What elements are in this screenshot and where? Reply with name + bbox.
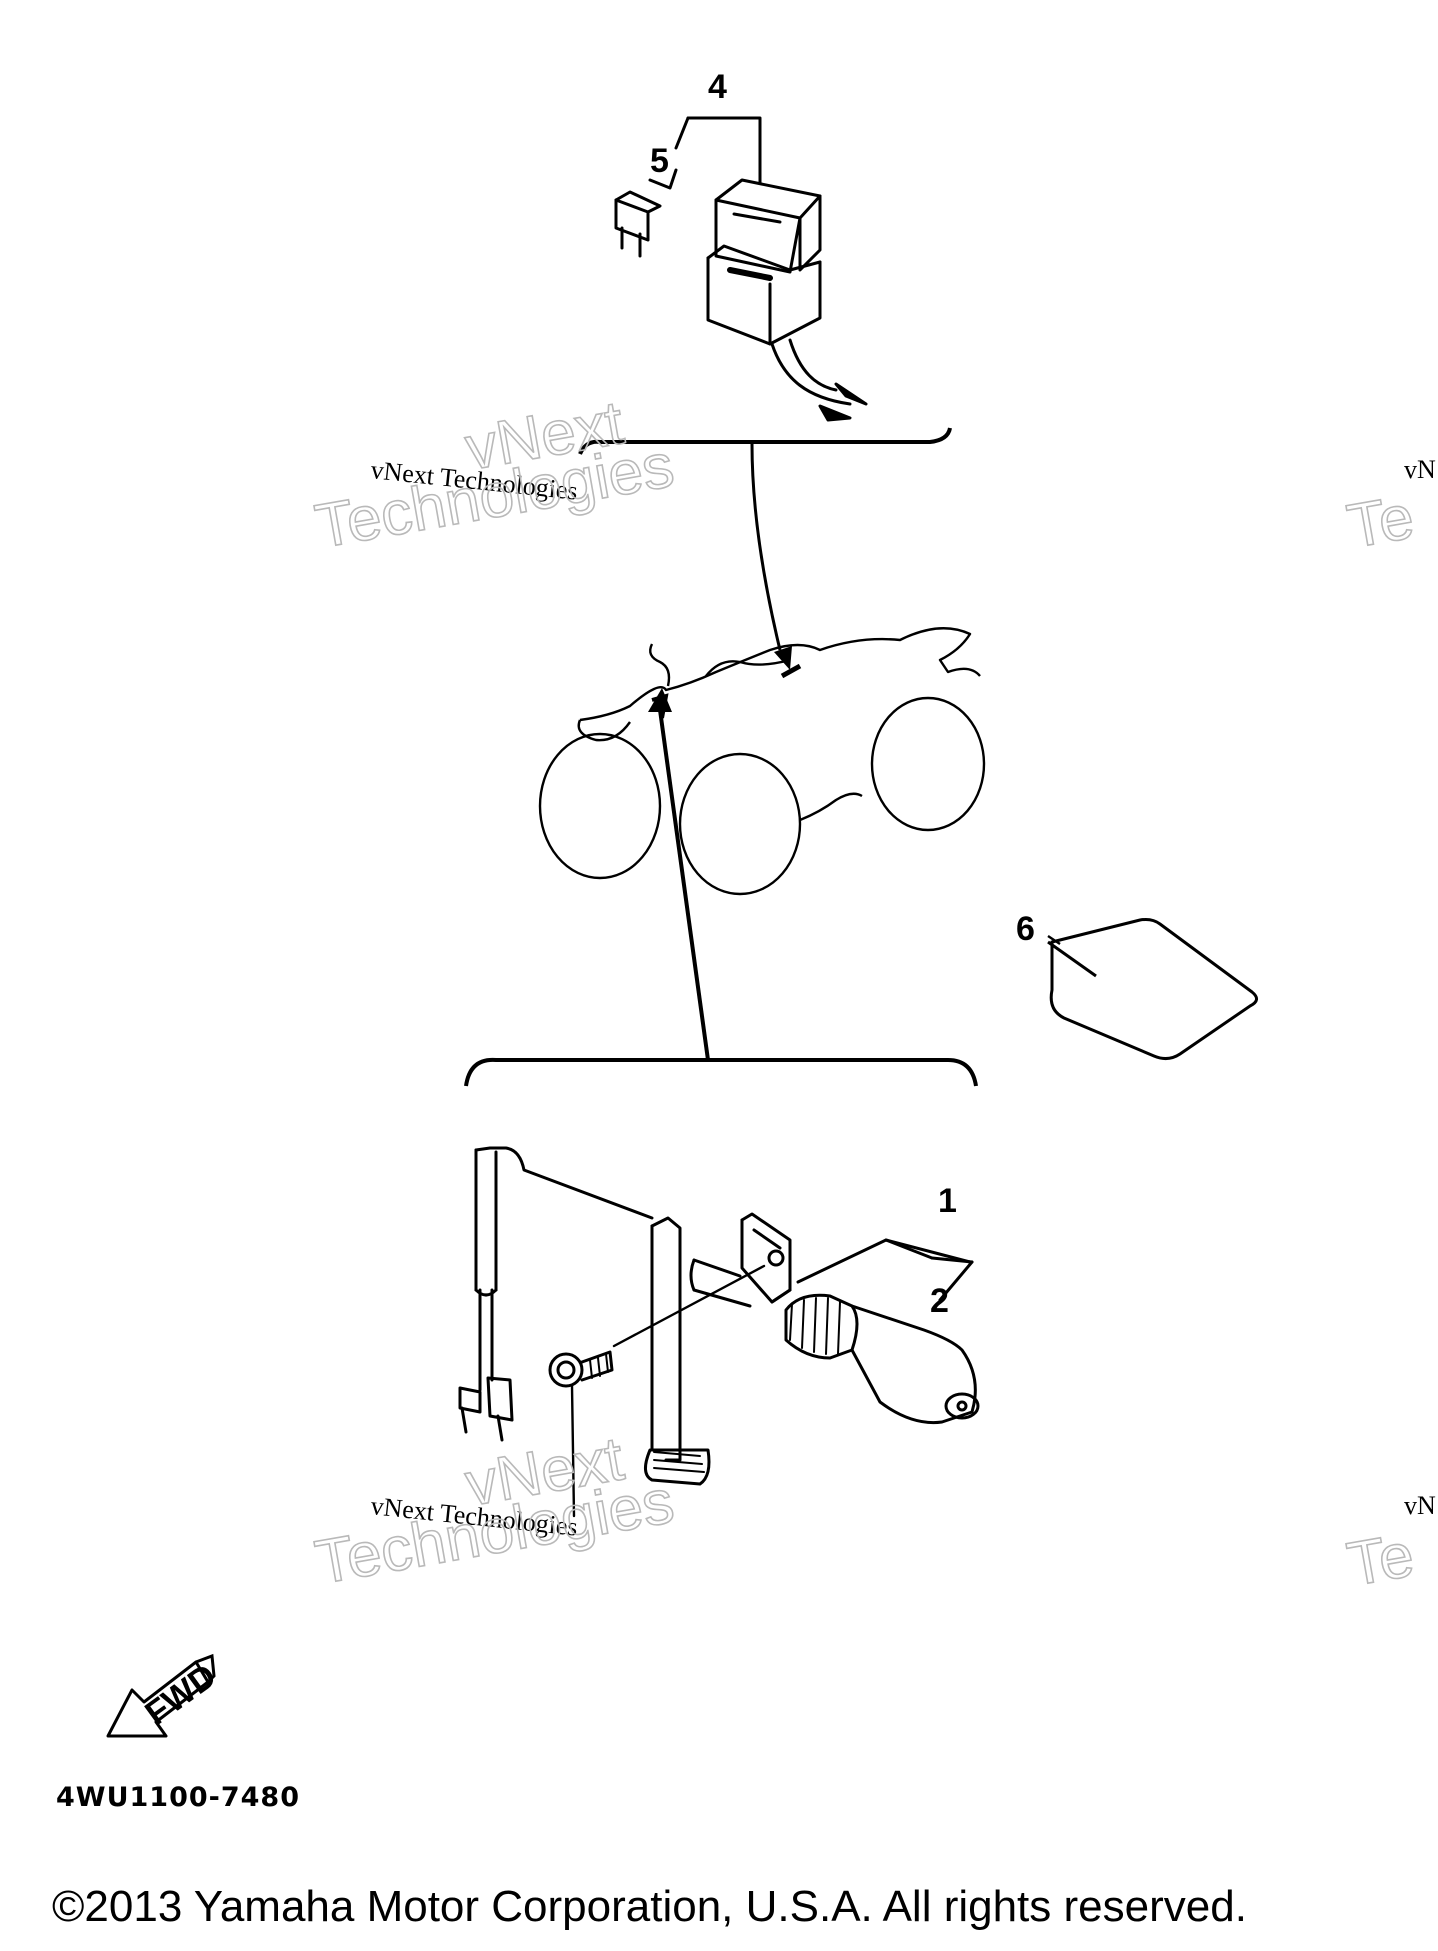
watermark-edge: vN Te vN Te [1342, 455, 1436, 1601]
leader-6 [1047, 935, 1061, 945]
callout-4: 4 [708, 68, 727, 106]
copyright-notice: ©2013 Yamaha Motor Corporation, U.S.A. A… [52, 1882, 1247, 1931]
top-group-bracket [578, 427, 952, 455]
watermark-1: vNext Technologies vNext Technologies [310, 388, 680, 563]
watermark-edge-large-2: Te [1342, 1520, 1418, 1599]
callout-5: 5 [650, 142, 669, 180]
switch-assembly [458, 1146, 980, 1518]
relay-assembly [614, 116, 868, 422]
callout-6: 6 [1016, 910, 1035, 948]
watermark-edge-large-1: Te [1342, 482, 1418, 561]
bottom-group-bracket [464, 1057, 978, 1087]
bottom-arrow-line [658, 709, 710, 1061]
atv-relay-marker [780, 663, 802, 679]
forward-direction-arrow: FWD [106, 1653, 223, 1738]
part-code: 4WU1100-7480 [56, 1782, 300, 1813]
watermark-edge-small-1: vN [1404, 455, 1436, 484]
bottom-arrow-head [648, 688, 672, 712]
top-arrow-head [774, 646, 792, 670]
callout-2: 2 [930, 1282, 949, 1320]
atv-outline [538, 627, 986, 896]
watermark-edge-small-2: vN [1404, 1491, 1436, 1520]
watermark-2: vNext Technologies vNext Technologies [310, 1424, 680, 1599]
callout-1: 1 [938, 1182, 957, 1220]
label-plate [1047, 918, 1258, 1061]
top-arrow-line [750, 443, 782, 651]
